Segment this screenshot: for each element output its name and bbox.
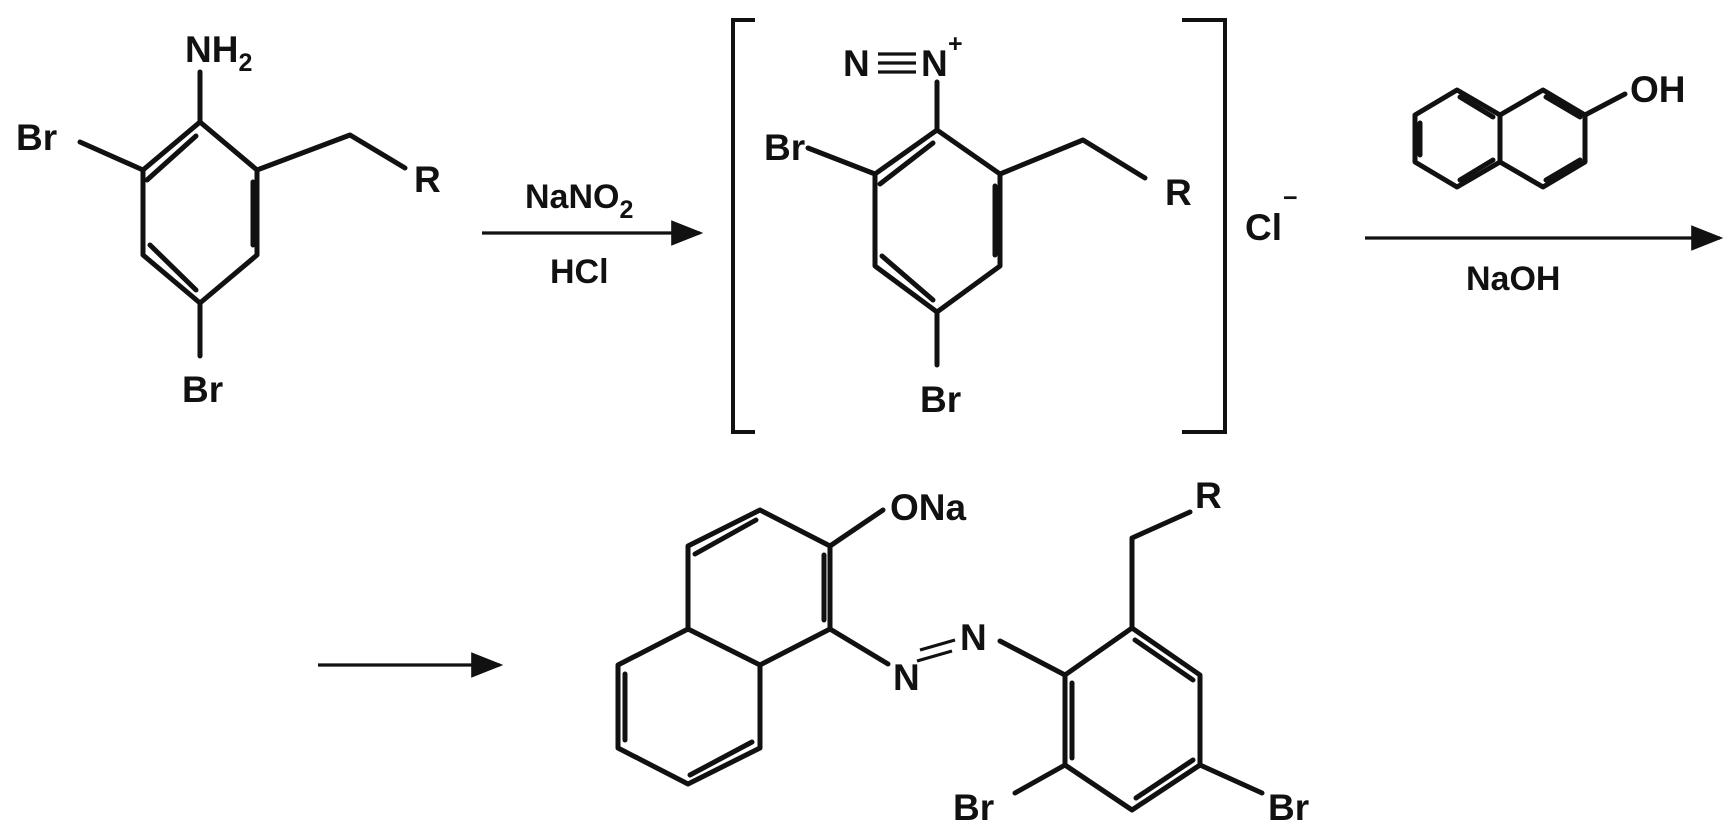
product-ona-label: ONa xyxy=(890,487,967,528)
intermediate-r-group-label: R xyxy=(1165,172,1192,213)
step1-reagent-top: NaNO2 xyxy=(525,178,633,224)
r-group-label: R xyxy=(414,159,441,200)
azo-double-bond xyxy=(916,638,956,663)
product-br-right-label: Br xyxy=(1268,787,1309,828)
azo-product-molecule: ONa N N R Br Br xyxy=(615,475,1309,828)
counterion-charge: − xyxy=(1283,184,1298,212)
step2-arrow: OH NaOH xyxy=(1365,69,1724,298)
product-benzene-bonds xyxy=(1062,625,1203,813)
product-ona-bond xyxy=(827,507,886,549)
step2-reagent-bottom: NaOH xyxy=(1466,260,1560,298)
product-br-left-bond xyxy=(1012,762,1068,796)
br-ortho-bond xyxy=(77,139,146,173)
product-azo-n2-label: N xyxy=(960,617,987,658)
product-ch2-r-bond xyxy=(1129,509,1193,631)
amine-label: NH2 xyxy=(185,29,252,77)
intermediate-ch2-r-bond xyxy=(997,137,1148,181)
naphthol-oh-bond xyxy=(1582,91,1628,118)
intermediate-br-ortho-bond xyxy=(805,145,878,177)
product-azo-n1-label: N xyxy=(893,657,920,698)
bracket-left xyxy=(731,18,755,434)
step1-arrow: NaNO2 HCl xyxy=(482,178,704,291)
diazo-charge: + xyxy=(948,30,963,58)
diazo-n-terminal: N xyxy=(843,43,870,84)
naphthol-oh-label: OH xyxy=(1630,69,1686,110)
triple-bond xyxy=(878,52,916,74)
diazonium-intermediate: N N + Br Br R Cl − xyxy=(731,18,1298,434)
product-br-right-bond xyxy=(1197,762,1265,796)
ch2-r-bond xyxy=(254,132,408,173)
intermediate-br-ortho-label: Br xyxy=(764,127,805,168)
product-br-left-label: Br xyxy=(953,787,994,828)
starting-amine-molecule: NH2 Br Br R xyxy=(16,29,441,410)
intermediate-ring-bonds xyxy=(872,127,1003,315)
step1-reagent-bottom: HCl xyxy=(550,253,609,291)
intermediate-br-para-label: Br xyxy=(920,379,961,420)
azo-bond-left xyxy=(827,626,891,667)
product-naphthalene-bonds xyxy=(615,507,833,787)
azo-bond-right xyxy=(997,638,1068,678)
product-r-group-label: R xyxy=(1195,475,1222,516)
counterion-label: Cl xyxy=(1245,207,1282,248)
br-para-label: Br xyxy=(182,369,223,410)
diazo-n-cation: N xyxy=(921,43,948,84)
starting-ring-bonds xyxy=(140,119,260,306)
bracket-right xyxy=(1182,18,1227,434)
naphthol-reagent: OH xyxy=(1412,69,1686,190)
br-ortho-label: Br xyxy=(16,117,57,158)
